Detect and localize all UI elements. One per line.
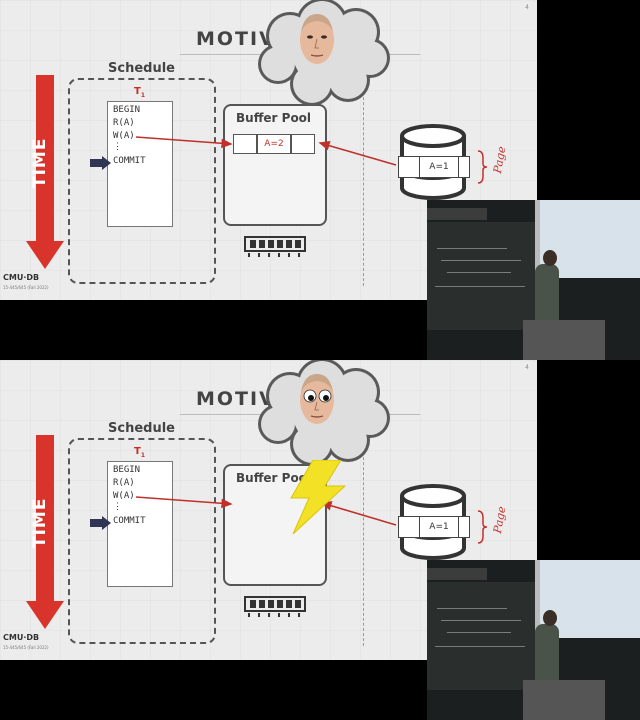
op-begin: BEGIN xyxy=(113,105,141,115)
op-begin: BEGIN xyxy=(113,465,141,475)
pointer-arrow-icon xyxy=(90,516,111,530)
lecturer xyxy=(535,624,559,682)
webcam-overlay xyxy=(427,560,640,720)
op-read: R(A) xyxy=(113,118,135,128)
pointer-arrow-icon xyxy=(90,156,111,170)
video-frame-2: 4 MOTIV TIME Schedule T1 BEGIN R(A) W(A)… xyxy=(0,360,640,720)
lightning-bolt-icon xyxy=(290,460,347,535)
buffer-pool-box xyxy=(223,104,327,226)
lectern xyxy=(523,680,605,720)
schedule-label: Schedule xyxy=(108,61,175,76)
slide-title: MOTIV xyxy=(196,28,276,50)
webcam-overlay xyxy=(427,200,640,360)
time-arrow-icon xyxy=(26,435,64,629)
page-number: 4 xyxy=(525,4,529,11)
txn-card xyxy=(107,461,173,587)
page-number: 4 xyxy=(525,364,529,371)
lecturer xyxy=(535,264,559,322)
txn-card xyxy=(107,101,173,227)
slide: 4 MOTIV TIME Schedule T1 BEGIN R(A) W(A)… xyxy=(0,360,537,660)
buffer-value: A=2 xyxy=(257,134,291,154)
txn-label: T1 xyxy=(134,446,146,459)
schedule-label: Schedule xyxy=(108,421,175,436)
cmu-db-logo: CMU·DB xyxy=(3,633,40,642)
op-ellipsis: ⋮ xyxy=(113,142,122,152)
schedule-box xyxy=(68,438,216,644)
projector-screen xyxy=(540,560,640,638)
course-label: 15-445/645 (Fall 2022) xyxy=(3,285,49,290)
op-commit: COMMIT xyxy=(113,516,146,526)
op-write: W(A) xyxy=(113,131,135,141)
op-read: R(A) xyxy=(113,478,135,488)
disk-value: A=1 xyxy=(420,157,459,177)
slide: 4 MOTIV TIME Schedule T1 BEGIN R(A) W(A)… xyxy=(0,0,537,300)
op-ellipsis: ⋮ xyxy=(113,502,122,512)
cmu-db-logo: CMU·DB xyxy=(3,273,40,282)
op-write: W(A) xyxy=(113,491,135,501)
txn-label: T1 xyxy=(134,86,146,99)
buffer-frames: A=2 xyxy=(233,134,315,154)
buffer-pool-label: Buffer Poo xyxy=(236,471,307,485)
dashed-divider xyxy=(363,62,364,286)
thought-cloud-icon xyxy=(258,0,390,106)
page-brace xyxy=(477,510,488,544)
dashed-divider xyxy=(363,422,364,646)
flow-arrows xyxy=(135,496,397,526)
buffer-pool-label: Buffer Pool xyxy=(236,111,312,125)
disk-page: A=1 xyxy=(398,156,470,178)
op-commit: COMMIT xyxy=(113,156,146,166)
projector-screen xyxy=(540,200,640,278)
disk-page: A=1 xyxy=(398,516,470,538)
slide-title: MOTIV xyxy=(196,388,276,410)
face-image-icon xyxy=(300,14,334,64)
googly-eye-face-icon xyxy=(300,374,334,424)
time-arrow-icon xyxy=(26,75,64,269)
flow-arrows xyxy=(135,136,397,166)
lectern xyxy=(523,320,605,360)
ram-chip-icon xyxy=(244,596,306,617)
disk-value: A=1 xyxy=(420,517,459,537)
page-brace xyxy=(477,150,488,184)
ram-chip-icon xyxy=(244,236,306,257)
course-label: 15-445/645 (Fall 2022) xyxy=(3,645,49,650)
video-frame-1: 4 MOTIV TIME Schedule T1 BEGIN R(A) W(A)… xyxy=(0,0,640,360)
schedule-box xyxy=(68,78,216,284)
